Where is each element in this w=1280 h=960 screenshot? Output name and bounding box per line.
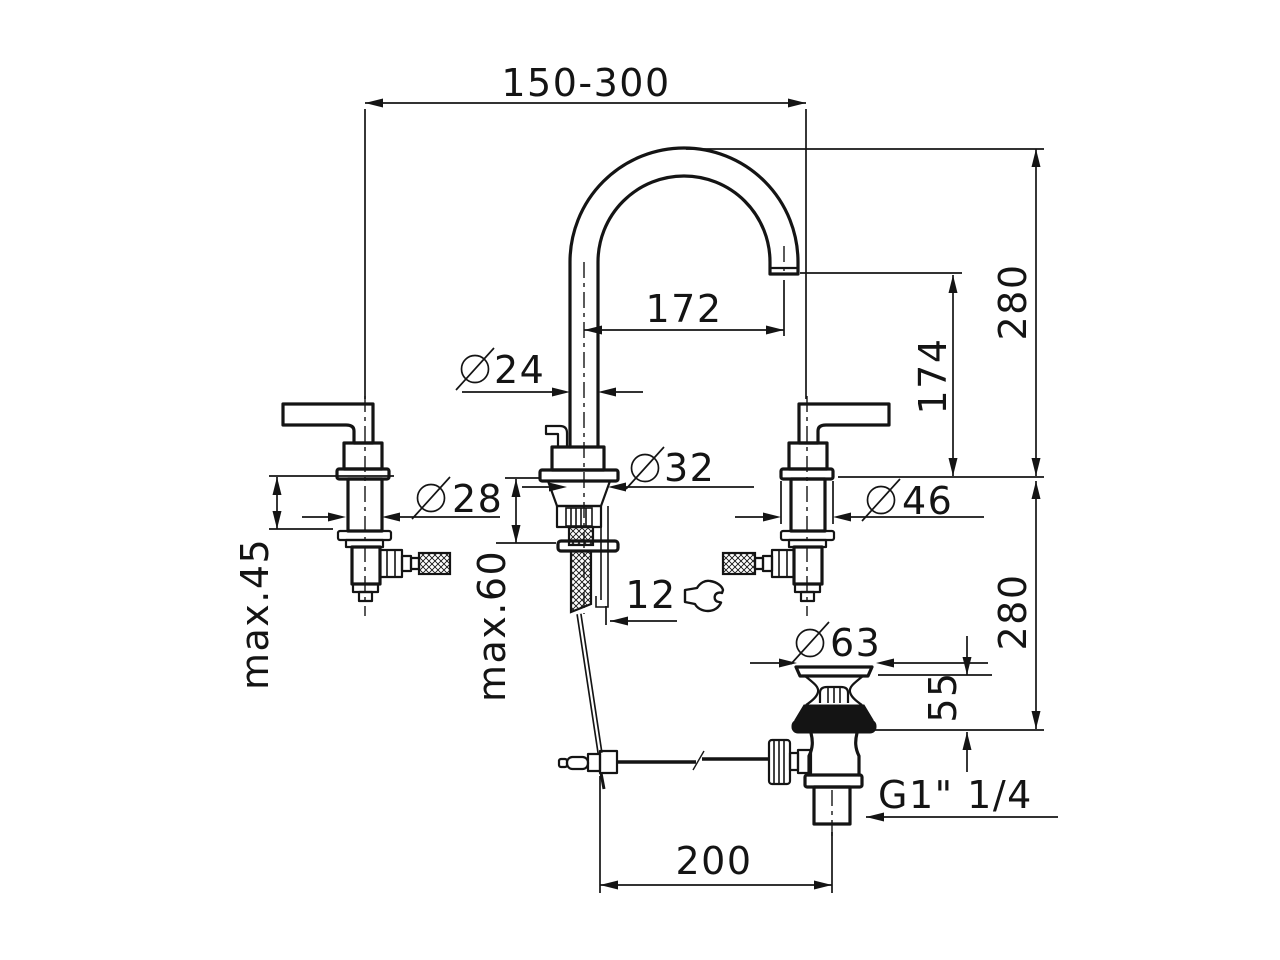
left-lever [281,402,375,445]
diameter-symbol [625,446,665,490]
dim-label-drain-center-offset: 200 [675,839,752,883]
drain-tailpiece [812,785,852,826]
dim-label-spanner-size: 12 [625,573,676,617]
drain-seal-ring [791,719,877,734]
dim-label-center-distance: 150-300 [501,61,670,105]
wrench-icon [683,579,725,613]
left-braided-hose [417,551,452,576]
dim-max-deck-thickness-spout: max.60 [470,477,556,702]
dim-label-handle-shank-diameter: 28 [452,477,503,521]
diameter-symbol [790,621,830,665]
dim-label-upper-height: 280 [991,263,1035,340]
dim-center-shank-diameter: 32 [522,446,754,492]
dim-drain-flange-diameter: 63 [750,621,988,668]
left-handle [281,402,452,603]
dim-label-spout-tube-diameter: 24 [494,348,545,392]
dim-label-lower-height: 280 [991,573,1035,650]
right-lever [797,402,891,445]
diameter-symbol [411,476,451,520]
dim-label-drain-thread: G1" 1/4 [878,773,1033,817]
dim-label-drain-body-height: 55 [921,671,965,722]
dim-label-max-deck-thickness-spout: max.60 [470,550,514,702]
diameter-symbol [455,347,495,391]
dim-label-spout-reach: 172 [645,287,722,331]
dim-drain-body-height: 55 [878,636,992,772]
drain-assembly [767,665,877,826]
dim-handle-shank-diameter: 28 [302,476,503,522]
dim-spout-tube-diameter: 24 [455,347,643,397]
threaded-shank-lower [569,549,593,614]
dim-drain-center-offset: 200 [599,776,833,893]
dim-outlet-height: 174 [800,272,962,476]
popup-lift-lever [544,424,569,449]
dim-drain-thread: G1" 1/4 [866,773,1058,822]
dim-spanner-size: 12 [605,573,677,626]
diameter-symbol [861,478,901,522]
spout [538,146,800,614]
right-handle [721,402,891,603]
dim-upper-height: 280 [686,148,1044,478]
dim-center-distance: 150-300 [364,61,807,399]
dim-label-outlet-height: 174 [911,337,955,414]
dim-max-deck-thickness-handle: max.45 [233,475,394,690]
dim-handle-flange-diameter: 46 [735,478,984,524]
left-supply-port [378,548,404,579]
dim-spout-reach: 172 [584,280,785,336]
drain-flange [794,665,874,678]
right-braided-hose [721,551,757,576]
drain-gasket-cone [794,704,874,721]
dim-lower-height: 280 [872,481,1044,731]
dim-label-max-deck-thickness-handle: max.45 [233,538,277,690]
dim-label-center-shank-diameter: 32 [664,446,715,490]
dim-label-handle-flange-diameter: 46 [902,479,953,523]
pop-up-linkage [557,613,770,790]
right-supply-port [770,548,796,579]
dim-label-drain-flange-diameter: 63 [830,621,881,665]
